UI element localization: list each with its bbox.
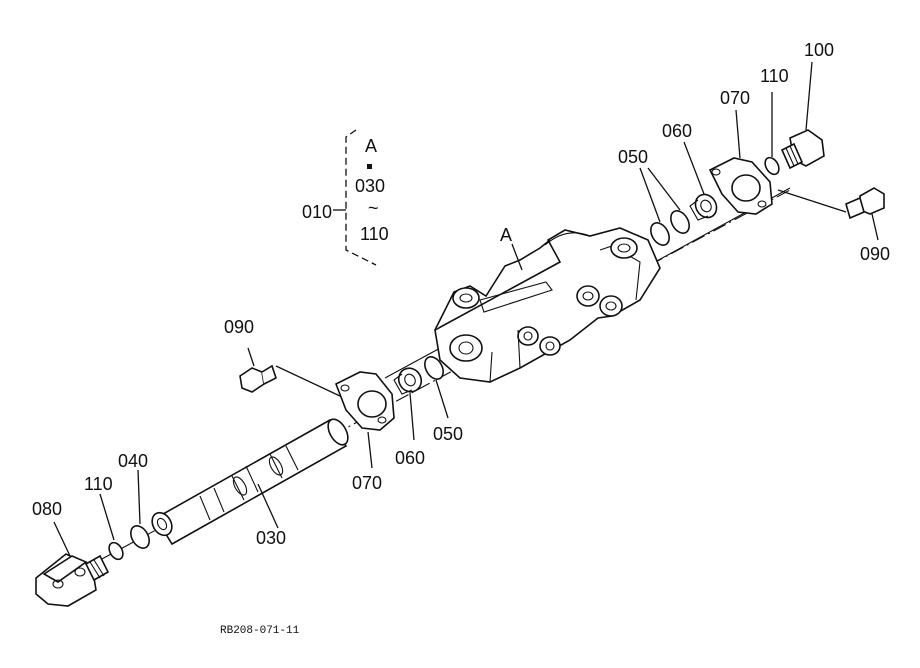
callout-050-right: 050	[618, 147, 648, 167]
callout-body-ref: A	[500, 225, 512, 245]
callout-010: 010	[302, 202, 332, 222]
callout-range-end: 110	[360, 224, 389, 244]
seal-left-part	[424, 356, 444, 380]
callout-110-right: 110	[760, 66, 789, 86]
callout-group-ref: A	[365, 136, 377, 156]
drawing-code: RB208-071-11	[220, 625, 300, 637]
flange-left-part	[334, 371, 395, 431]
clevis-part	[35, 553, 110, 607]
washer-left-part	[108, 541, 124, 561]
callout-090-left: 090	[224, 317, 254, 337]
callout-080: 080	[32, 499, 62, 519]
oring-left-part	[130, 525, 150, 549]
bushing-right-part	[689, 193, 718, 221]
seal-right-part-b	[670, 210, 690, 234]
callout-range-sep: ~	[368, 198, 379, 218]
bushing-left-part	[393, 367, 423, 395]
seal-right-part-a	[650, 222, 670, 246]
callout-100: 100	[804, 40, 834, 60]
callout-070-left: 070	[352, 473, 382, 493]
callout-030: 030	[256, 528, 286, 548]
callout-040: 040	[118, 451, 148, 471]
washer-right-part	[764, 156, 780, 176]
flange-right-part	[708, 157, 773, 215]
assembly-bracket	[333, 129, 377, 266]
shaft-part	[151, 418, 349, 546]
bolt-right-part	[845, 187, 885, 220]
bolt-left-part	[239, 364, 277, 393]
valve-body	[434, 227, 661, 383]
callout-110-left: 110	[84, 474, 113, 494]
callout-060-left: 060	[395, 448, 425, 468]
callout-range-start: 030	[355, 176, 385, 196]
callout-050-left: 050	[433, 424, 463, 444]
callout-060-right: 060	[662, 121, 692, 141]
callout-090-right: 090	[860, 244, 890, 264]
plug-part	[780, 129, 825, 170]
callout-070-right: 070	[720, 88, 750, 108]
